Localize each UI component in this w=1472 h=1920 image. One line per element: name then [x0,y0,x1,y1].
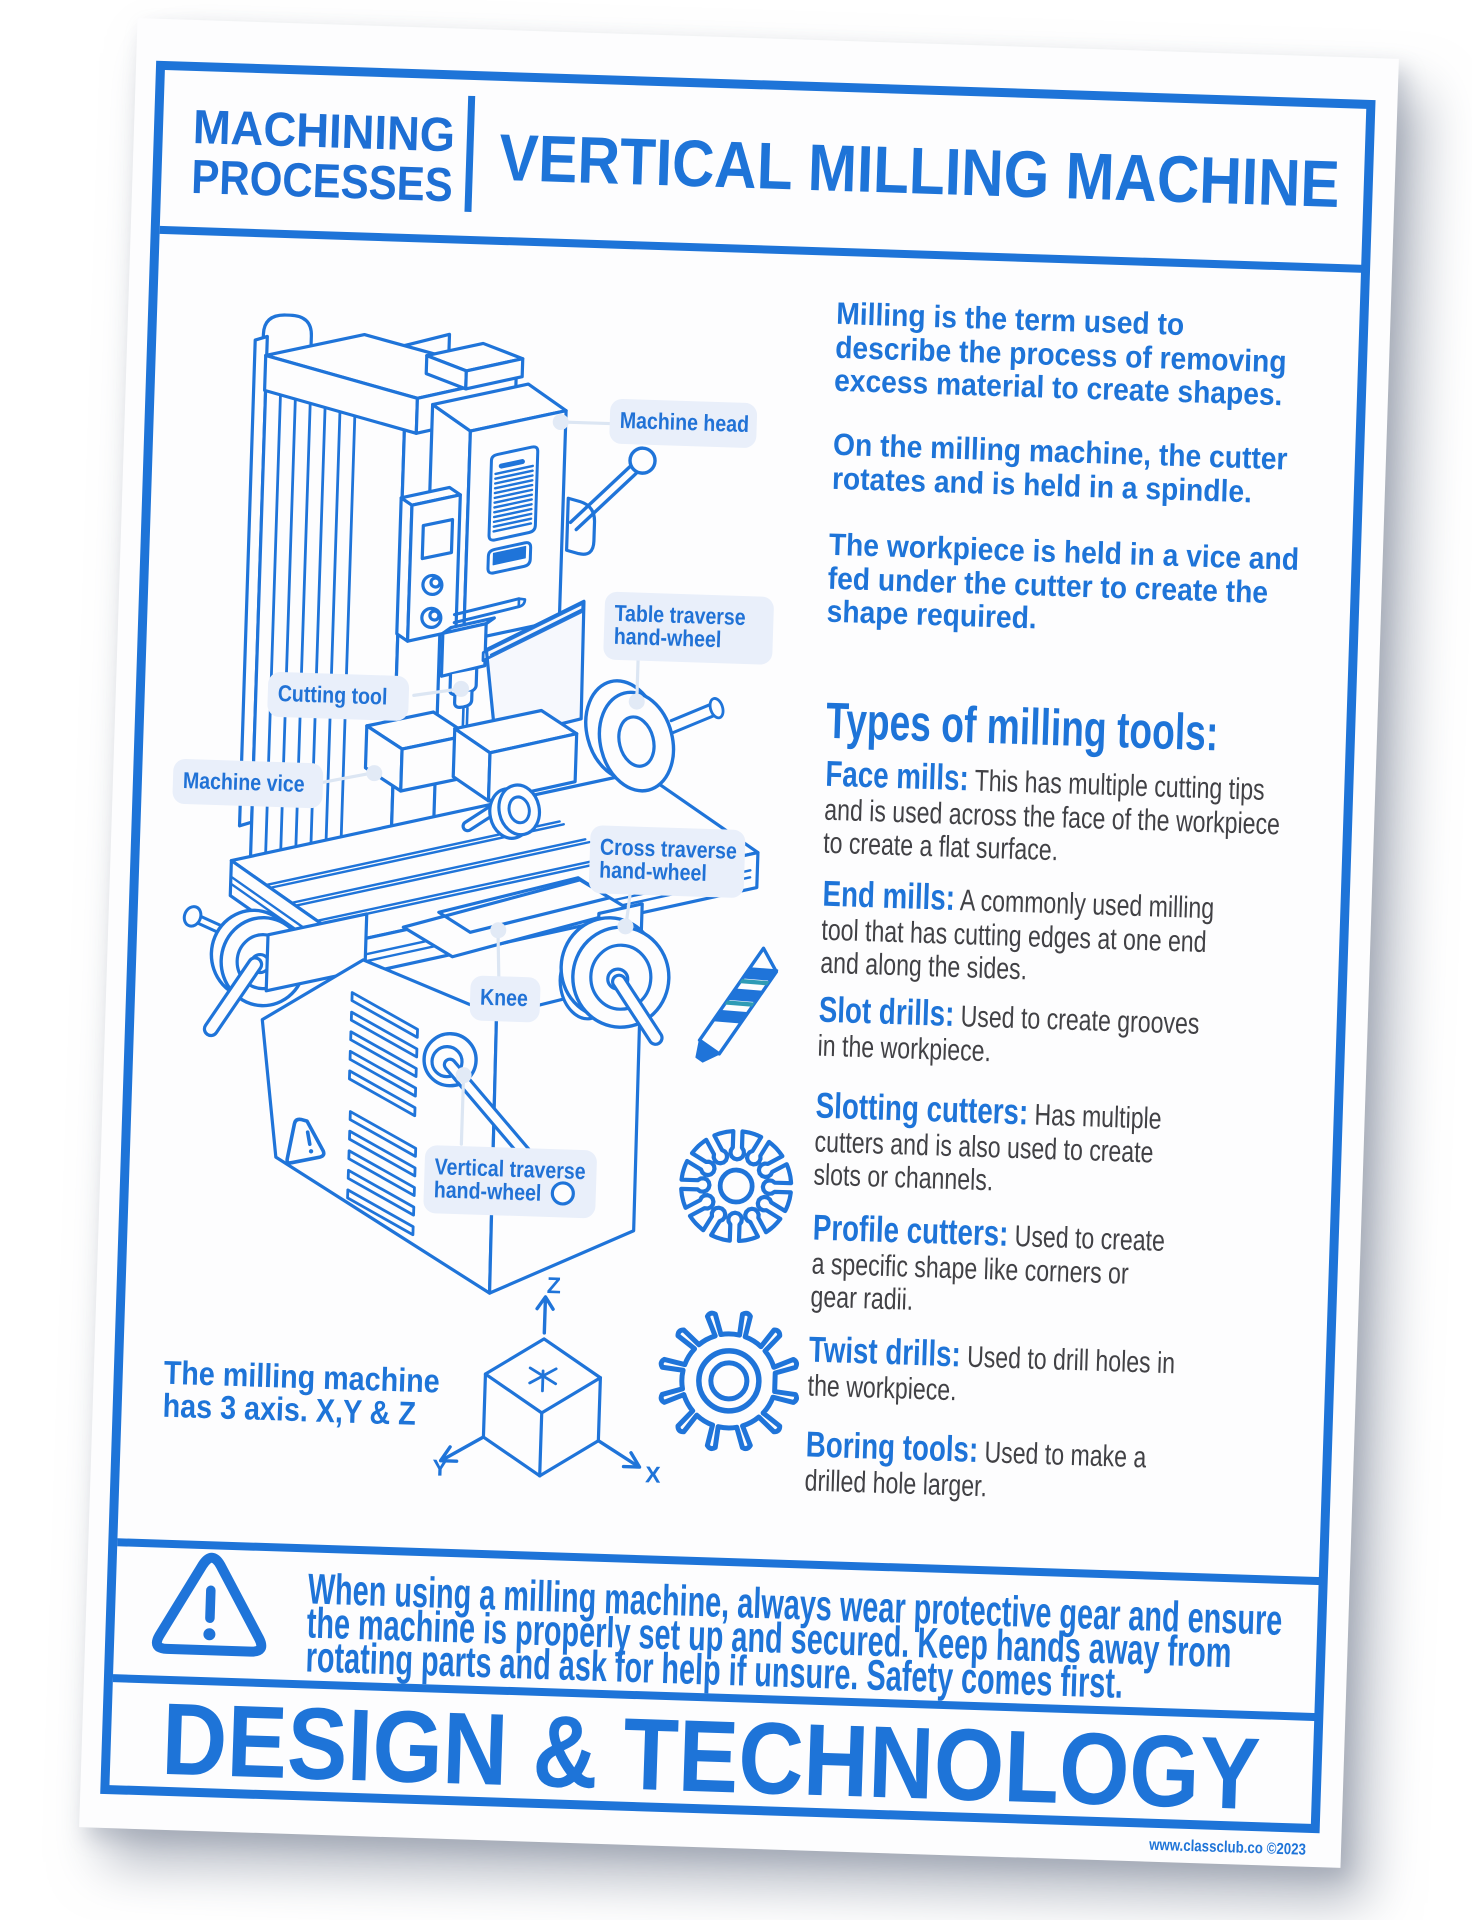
svg-text:Z: Z [546,1272,561,1298]
svg-text:Y: Y [432,1454,448,1480]
svg-text:X: X [645,1461,662,1488]
